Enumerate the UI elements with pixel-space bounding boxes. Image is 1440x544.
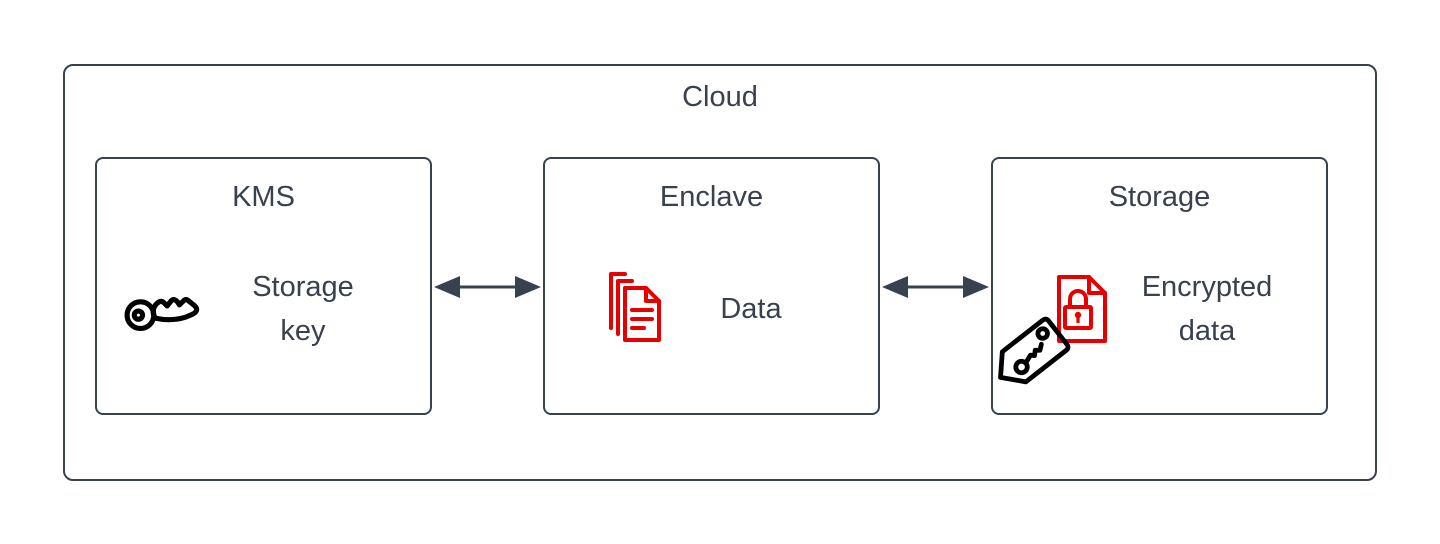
key-tag-icon [998, 316, 1071, 385]
node-kms: KMS Storage key [95, 157, 432, 415]
node-kms-title: KMS [232, 181, 295, 213]
cloud-title: Cloud [682, 81, 758, 113]
bidirectional-arrow-kms-enclave [434, 276, 541, 298]
stacked-documents-icon [609, 272, 661, 342]
node-enclave: Enclave Data [543, 157, 880, 415]
node-storage-title: Storage [1108, 181, 1211, 213]
bidirectional-arrow-enclave-storage [882, 276, 989, 298]
key-icon [124, 297, 200, 332]
node-enclave-label: Data [720, 293, 782, 325]
locked-document-icon [1057, 275, 1107, 343]
node-storage-label: Encrypted data [1141, 271, 1273, 347]
node-storage: Storage Encrypted data [991, 157, 1328, 415]
node-enclave-title: Enclave [659, 181, 764, 213]
node-kms-label: Storage key [252, 271, 354, 347]
